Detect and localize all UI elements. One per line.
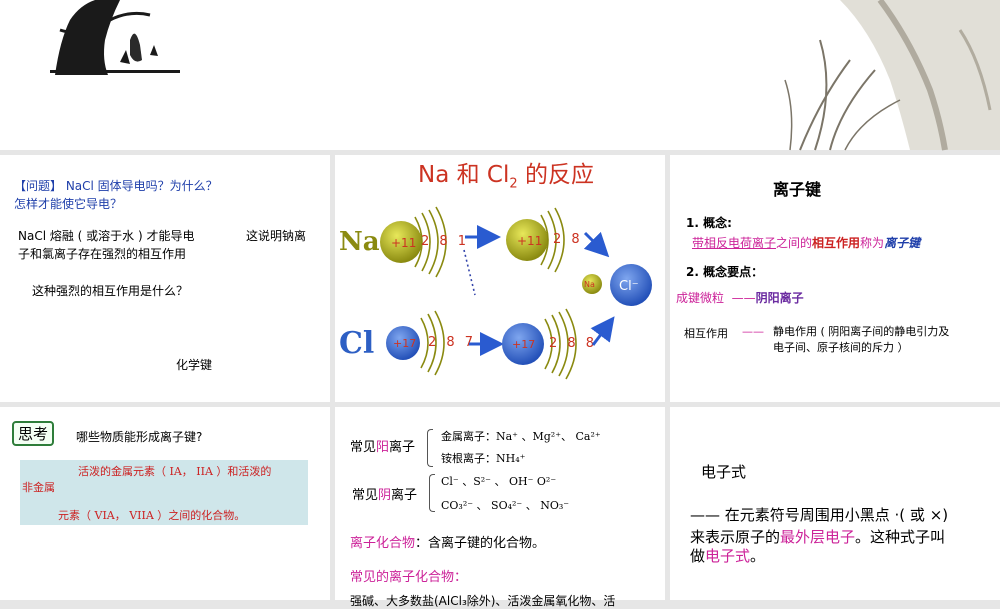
na-ion-shells: 2 8 [553, 232, 583, 247]
explanation-text-cont: 子和氯离子存在强烈的相互作用 [18, 247, 187, 261]
definition-line-1: —— 在元素符号周围用小黑点 ·( 或 ×) [690, 506, 949, 524]
cl-ion [610, 264, 652, 306]
cl-nucleus-charge: +17 [393, 337, 416, 350]
cl-ion-nucleus-charge: +17 [512, 338, 535, 351]
na-symbol: Na [339, 227, 380, 257]
electron-formula-title: 电子式 [701, 463, 747, 481]
interaction-line-2: 电子间、原子核间的斥力 ） [773, 341, 909, 354]
concept-definition: 带相反电荷离子之间的相互作用称为离子键 [692, 236, 921, 250]
cl-ion-shells: 2 8 8 [549, 336, 597, 351]
header-banner [0, 0, 1000, 151]
cl-nucleus [386, 326, 420, 360]
anion-heading: 常见阴离子 [352, 488, 418, 503]
cation-brace [427, 429, 433, 467]
answer-box: 活泼的金属元素（ IA， IIA ）和活泼的 非金属 元素（ VIA， VIIA… [20, 460, 308, 525]
anions-line-2: CO₃²⁻ 、 SO₄²⁻ 、 NO₃⁻ [441, 499, 570, 512]
ionic-compound-definition: 离子化合物：含离子键的化合物。 [350, 536, 546, 551]
bonding-particles-point: 成键微粒 ——阴阳离子 [676, 291, 804, 305]
conductivity-text: NaCl 熔融 ( 或溶于水 ) 才能导电 [18, 229, 195, 243]
answer-box-line-3: 元素（ VIA， VIIA ）之间的化合物。 [58, 509, 246, 522]
ionic-bond-panel: 离子键 1. 概念: 带相反电荷离子之间的相互作用称为离子键 2. 概念要点： … [670, 155, 1000, 402]
ink-tree-illustration [50, 0, 180, 75]
ink-grass-illustration [784, 0, 1000, 151]
answer-box-line-2: 非金属 [22, 481, 55, 494]
common-ions-panel: 常见阳离子 金属离子：Na⁺ 、Mg²⁺、 Ca²⁺ 铵根离子：NH₄⁺ 常见阴… [335, 407, 665, 608]
cl-ion-label: Cl⁻ [619, 279, 639, 294]
thinking-panel: 思考 哪些物质能形成离子键? 活泼的金属元素（ IA， IIA ）和活泼的 非金… [0, 407, 330, 600]
interaction-label: 相互作用 [684, 327, 728, 340]
think-badge: 思考 [12, 421, 55, 446]
question-panel: 【问题】 NaCl 固体导电吗？为什么？ 怎样才能使它导电？ NaCl 熔融 (… [0, 155, 330, 402]
na-ion-nucleus [506, 219, 548, 261]
electron-formula-panel: 电子式 —— 在元素符号周围用小黑点 ·( 或 ×) 来表示原子的最外层电子。这… [670, 407, 1000, 600]
reaction-panel: Na 和 Cl2 的反应 Na Cl +11 2 8 1 +11 2 8 Na … [335, 155, 665, 402]
anion-brace [429, 474, 435, 512]
definition-line-2: 来表示原子的最外层电子。这种式子叫 [690, 528, 946, 546]
na-nucleus-charge: +11 [391, 236, 416, 250]
interaction-dash: —— [742, 325, 764, 338]
question-line-2: 怎样才能使它导电？ [14, 197, 123, 211]
explanation-text: 这说明钠离 [246, 229, 307, 243]
reaction-diagram: Na Cl +11 2 8 1 +11 2 8 Na Cl⁻ +17 2 8 7 [339, 206, 652, 380]
metal-ions: 金属离子：Na⁺ 、Mg²⁺、 Ca²⁺ [441, 430, 601, 443]
small-na-label: Na [584, 280, 595, 289]
ammonium-ion: 铵根离子：NH₄⁺ [441, 452, 526, 465]
followup-question: 这种强烈的相互作用是什么？ [32, 284, 189, 298]
cl-ion-nucleus [502, 323, 544, 365]
na-ion-nucleus-charge: +11 [517, 234, 542, 248]
definition-line-3: 做电子式。 [690, 547, 766, 565]
answer-box-line-1: 活泼的金属元素（ IA， IIA ）和活泼的 [78, 465, 272, 478]
interaction-line-1: 静电作用 ( 阴阳离子间的静电引力及 [773, 325, 950, 338]
cl-shells: 2 8 7 [428, 335, 476, 350]
common-compounds-heading: 常见的离子化合物： [350, 570, 468, 585]
anions-line-1: Cl⁻ 、S²⁻ 、 OH⁻ O²⁻ [441, 475, 557, 488]
na-nucleus [380, 221, 422, 263]
small-na-ion [582, 274, 602, 294]
concept-heading: 1. 概念: [686, 216, 732, 230]
answer-text: 化学键 [176, 358, 213, 372]
key-points-heading: 2. 概念要点： [686, 265, 764, 279]
cl-symbol: Cl [339, 326, 374, 361]
cation-heading: 常见阳离子 [350, 440, 416, 455]
na-shells: 2 8 1 [421, 234, 469, 249]
ionic-bond-title: 离子键 [773, 180, 822, 199]
question-line-1: 【问题】 NaCl 固体导电吗？为什么？ [14, 179, 218, 193]
reaction-title: Na 和 Cl2 的反应 [418, 162, 594, 192]
common-compounds-line: 强碱、大多数盐(AlCl₃除外)、活泼金属氧化物、活 [350, 594, 616, 608]
thinking-question: 哪些物质能形成离子键? [76, 430, 203, 444]
